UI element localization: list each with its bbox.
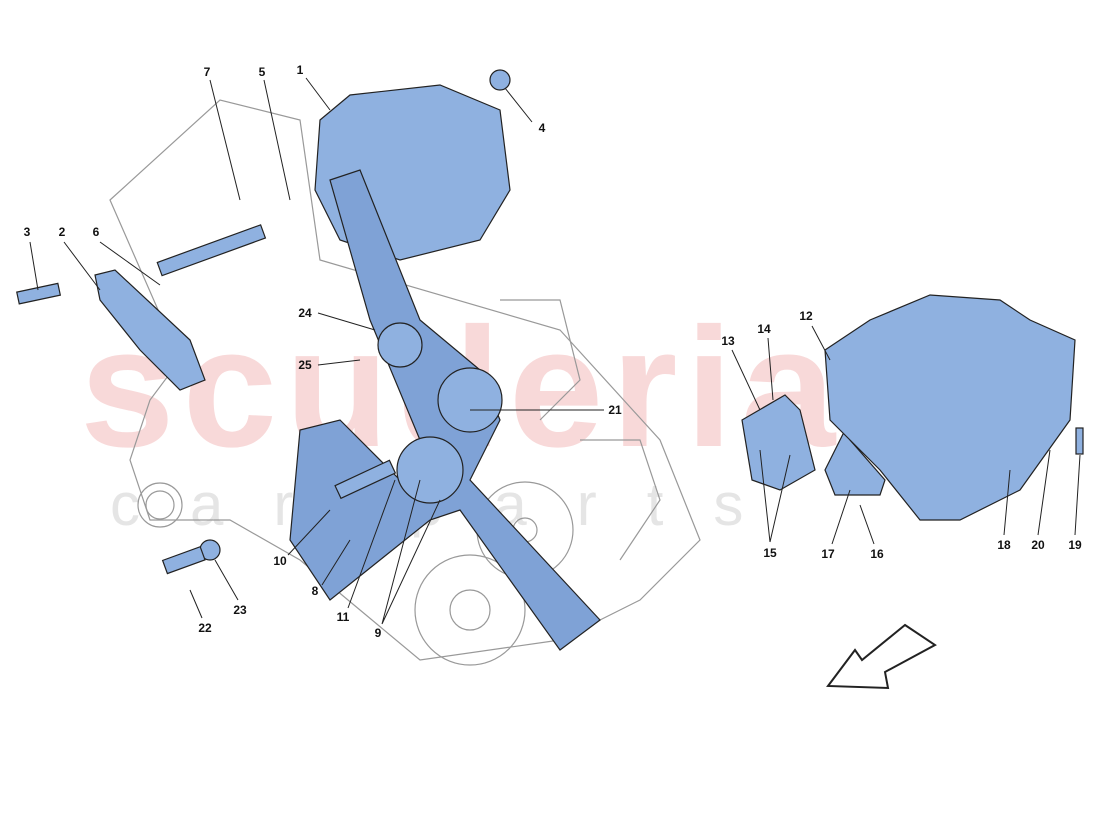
nut-4 — [489, 69, 511, 91]
callout-6: 6 — [92, 225, 100, 239]
callout-1: 1 — [296, 63, 304, 77]
callout-2: 2 — [58, 225, 66, 239]
alternator — [314, 84, 511, 261]
pulley — [396, 436, 464, 504]
starter-motor — [824, 294, 1076, 521]
callout-20: 20 — [1031, 538, 1045, 552]
callout-12: 12 — [799, 309, 813, 323]
callout-4: 4 — [538, 121, 546, 135]
tensioner-pulley — [437, 367, 503, 433]
parts — [16, 69, 1084, 651]
callout-15: 15 — [763, 546, 777, 560]
callout-14: 14 — [757, 322, 771, 336]
bolt-11 — [334, 459, 397, 500]
callout-22: 22 — [198, 621, 212, 635]
callout-18: 18 — [997, 538, 1011, 552]
callout-17: 17 — [821, 547, 835, 561]
callout-9: 9 — [374, 626, 382, 640]
callout-25: 25 — [298, 358, 312, 372]
callout-3: 3 — [23, 225, 31, 239]
bolt-3 — [16, 282, 62, 305]
callout-24: 24 — [298, 306, 312, 320]
callout-23: 23 — [233, 603, 247, 617]
callout-10: 10 — [273, 554, 287, 568]
callout-13: 13 — [721, 334, 735, 348]
leader-lines — [29, 77, 1081, 625]
callout-8: 8 — [311, 584, 319, 598]
bracket-13 — [741, 394, 816, 491]
arrow-down-left-icon — [826, 623, 937, 690]
callout-5: 5 — [258, 65, 266, 79]
callout-16: 16 — [870, 547, 884, 561]
callout-11: 11 — [336, 610, 350, 624]
bolt-long — [156, 224, 267, 277]
callout-19: 19 — [1068, 538, 1082, 552]
idler-pulley — [377, 322, 423, 368]
bracket — [94, 269, 206, 391]
screw-19 — [1075, 427, 1084, 455]
bolt-22 — [161, 545, 206, 575]
callout-21: 21 — [608, 403, 622, 417]
callout-7: 7 — [203, 65, 211, 79]
